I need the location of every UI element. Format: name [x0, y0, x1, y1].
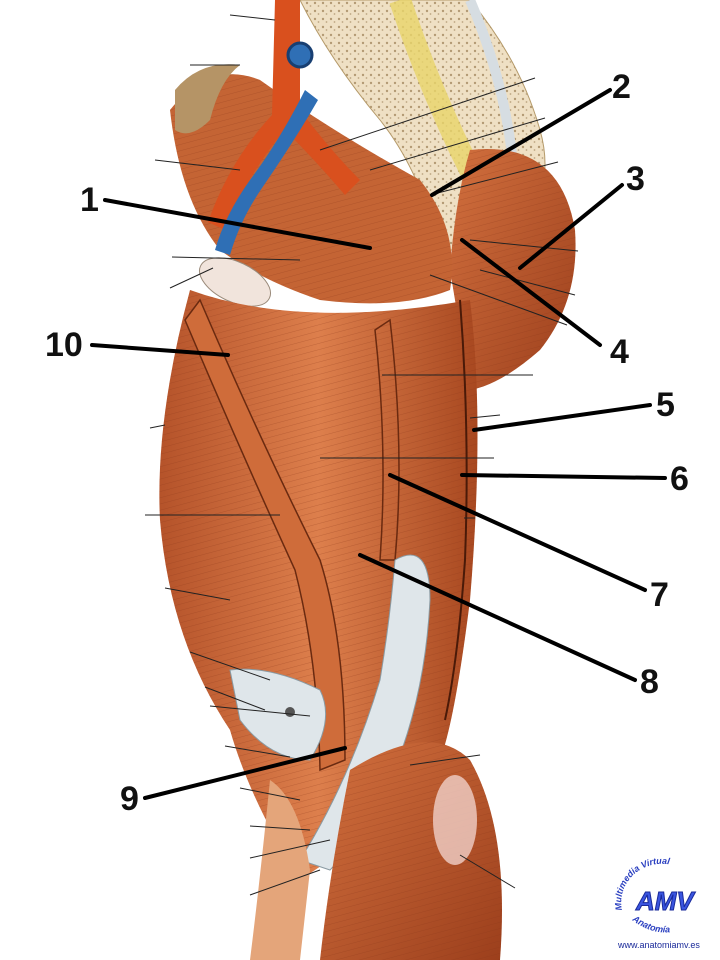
minor-leader-lines	[145, 14, 579, 896]
svg-text:Anatomía: Anatomía	[630, 913, 670, 935]
label-7: 7	[650, 576, 669, 614]
logo-arc-bottom: Anatomía	[630, 913, 670, 935]
label-6: 6	[670, 460, 689, 498]
label-3: 3	[626, 160, 645, 198]
label-2: 2	[612, 68, 631, 106]
label-5: 5	[656, 386, 675, 424]
label-9: 9	[120, 780, 139, 818]
label-4: 4	[610, 333, 629, 371]
blood-vessels	[208, 0, 360, 255]
numbered-leader-lines	[90, 88, 667, 800]
label-10: 10	[45, 326, 83, 364]
label-1: 1	[80, 181, 99, 219]
lower-leg	[250, 780, 310, 960]
femoral-head-cut	[199, 257, 271, 307]
amv-logo: Multimedia Virtual AMV Anatomía	[610, 850, 710, 960]
logo-initials: AMV	[635, 886, 696, 916]
label-8: 8	[640, 663, 659, 701]
amv-logo-graphic: Multimedia Virtual AMV Anatomía	[613, 856, 697, 935]
logo-url[interactable]: www.anatomiamv.es	[618, 940, 700, 950]
